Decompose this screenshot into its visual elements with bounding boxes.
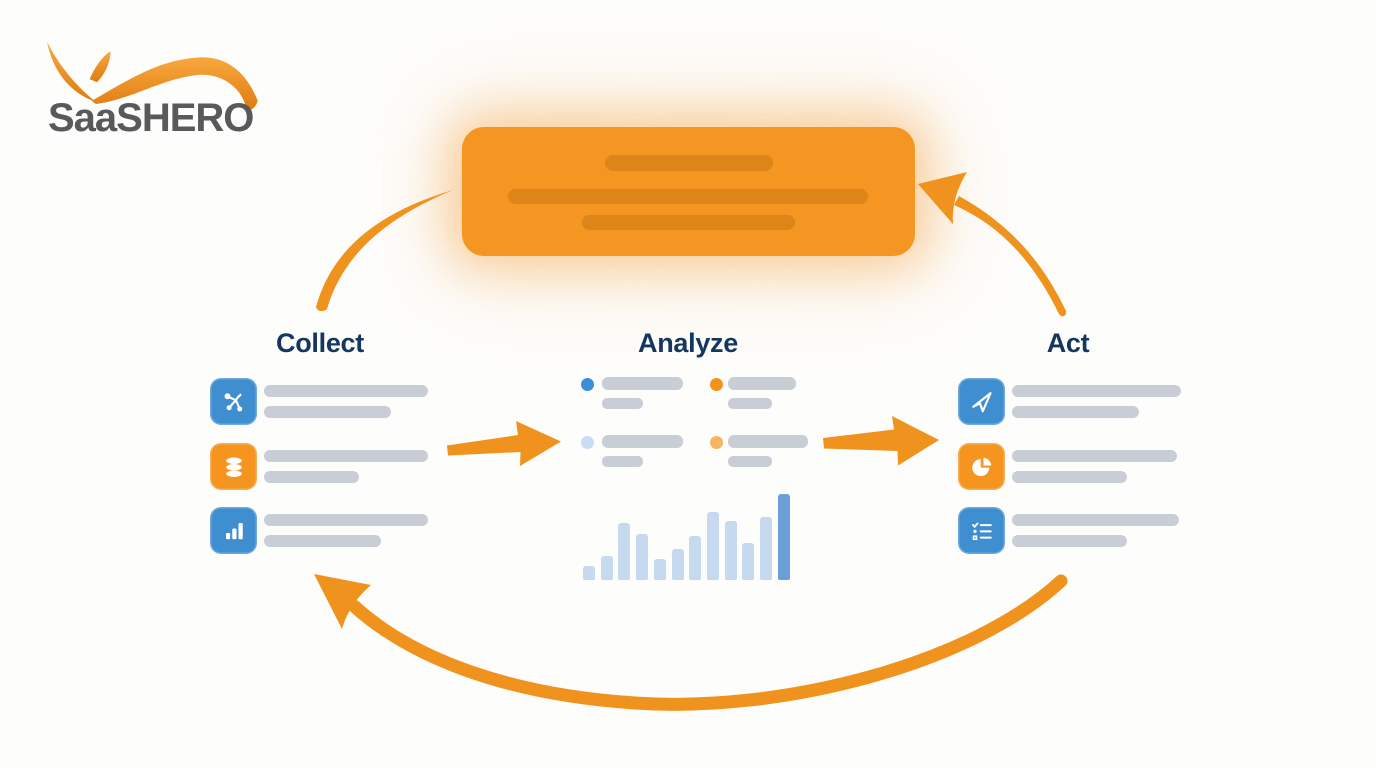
arrow-act-to-banner-tail bbox=[954, 196, 1067, 317]
chart-bar bbox=[689, 536, 702, 580]
placeholder-text-bar bbox=[264, 514, 428, 526]
chart-bar bbox=[760, 517, 773, 580]
placeholder-text-bar bbox=[264, 385, 428, 397]
chart-bar bbox=[707, 512, 720, 580]
placeholder-text-bar bbox=[1012, 385, 1181, 397]
brand-logo: SaaSHERO bbox=[44, 34, 274, 144]
arrow-act-to-banner-head bbox=[918, 172, 967, 224]
placeholder-text-bar bbox=[602, 456, 643, 467]
placeholder-text-bar bbox=[264, 535, 381, 547]
banner-placeholder-line bbox=[582, 215, 795, 230]
act-item-tasks bbox=[958, 507, 1198, 555]
callout-banner bbox=[462, 127, 915, 256]
paper-plane-icon bbox=[958, 378, 1005, 425]
stage-title-collect: Collect bbox=[276, 328, 364, 358]
analyze-bullet-4 bbox=[710, 435, 890, 471]
placeholder-text-bar bbox=[602, 377, 683, 390]
arrow-collect-to-banner bbox=[316, 190, 453, 312]
collect-item-database bbox=[210, 443, 450, 491]
analyze-bullet-1 bbox=[581, 377, 761, 413]
analyze-bullet-2 bbox=[710, 377, 890, 413]
placeholder-text-bar bbox=[602, 398, 643, 409]
mini-bar-chart bbox=[583, 493, 790, 580]
chart-bar bbox=[600, 556, 613, 580]
collect-item-metrics bbox=[210, 507, 450, 555]
brand-name: SaaSHERO bbox=[48, 96, 254, 140]
arrow-act-to-collect-head bbox=[314, 574, 371, 629]
placeholder-text-bar bbox=[728, 377, 796, 390]
arrow-act-to-collect-loop bbox=[347, 574, 1068, 711]
chart-bar bbox=[618, 523, 631, 580]
pie-chart-icon bbox=[958, 443, 1005, 490]
arrow-collect-to-analyze bbox=[447, 421, 561, 466]
act-item-launch bbox=[958, 378, 1198, 426]
placeholder-text-bar bbox=[728, 456, 772, 467]
bullet-dot bbox=[710, 436, 723, 449]
database-icon bbox=[210, 443, 257, 490]
network-icon bbox=[210, 378, 257, 425]
chart-bar bbox=[724, 521, 737, 580]
placeholder-text-bar bbox=[264, 450, 428, 462]
arrow-analyze-to-act bbox=[823, 416, 939, 466]
banner-placeholder-line bbox=[605, 155, 773, 171]
swoosh-icon bbox=[47, 41, 258, 110]
chart-bar bbox=[777, 494, 790, 580]
placeholder-text-bar bbox=[1012, 514, 1179, 526]
bullet-dot bbox=[581, 378, 594, 391]
placeholder-text-bar bbox=[264, 406, 391, 418]
placeholder-text-bar bbox=[728, 435, 808, 448]
chart-bar bbox=[671, 549, 684, 580]
placeholder-text-bar bbox=[1012, 450, 1177, 462]
placeholder-text-bar bbox=[264, 471, 359, 483]
placeholder-text-bar bbox=[1012, 535, 1127, 547]
analyze-bullet-3 bbox=[581, 435, 761, 471]
bullet-dot bbox=[710, 378, 723, 391]
collect-item-sources bbox=[210, 378, 450, 426]
chart-bar bbox=[653, 559, 666, 580]
bullet-dot bbox=[581, 436, 594, 449]
placeholder-text-bar bbox=[602, 435, 683, 448]
banner-placeholder-line bbox=[508, 189, 868, 204]
checklist-icon bbox=[958, 507, 1005, 554]
chart-bar bbox=[636, 534, 649, 580]
placeholder-text-bar bbox=[1012, 406, 1139, 418]
stage-title-analyze: Analyze bbox=[638, 328, 738, 358]
stage-title-act: Act bbox=[1046, 328, 1090, 358]
act-item-report bbox=[958, 443, 1198, 491]
chart-bar bbox=[742, 543, 755, 580]
bar-chart-icon bbox=[210, 507, 257, 554]
chart-bar bbox=[583, 566, 595, 580]
placeholder-text-bar bbox=[728, 398, 772, 409]
placeholder-text-bar bbox=[1012, 471, 1127, 483]
